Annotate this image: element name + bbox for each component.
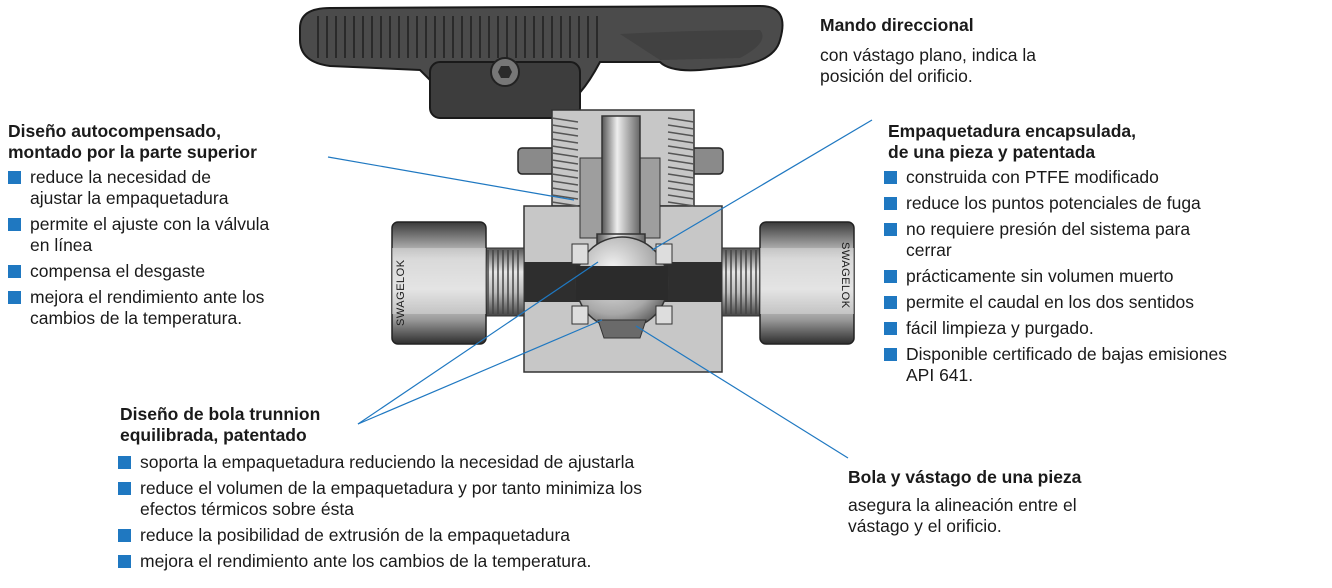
callout-self-compensating: Diseño autocompensado, montado por la pa… xyxy=(8,121,338,334)
callout-handle-title: Mando direccional xyxy=(820,15,974,35)
list-item: mejora el rendimiento ante los cambios d… xyxy=(118,551,758,572)
callout-ball-stem: Bola y vástago de una pieza asegura la a… xyxy=(848,467,1148,537)
trunnion-list: soporta la empaquetadura reduciendo la n… xyxy=(118,452,758,572)
callout-trunnion-title: Diseño de bola trunnion equilibrada, pat… xyxy=(120,404,321,445)
callout-ball-stem-text: vástago y el orificio. xyxy=(848,516,1002,536)
handle-ribs xyxy=(317,16,598,58)
handle xyxy=(299,4,784,109)
callout-packing: Empaquetadura encapsulada, de una pieza … xyxy=(872,121,1327,391)
callout-ball-stem-title: Bola y vástago de una pieza xyxy=(848,467,1082,487)
seat-right xyxy=(655,243,673,265)
packing-list: construida con PTFE modificado reduce lo… xyxy=(884,167,1327,386)
callout-handle: Mando direccional con vástago plano, ind… xyxy=(820,15,1120,87)
callout-packing-title: Empaquetadura encapsulada, de una pieza … xyxy=(888,121,1136,162)
callout-self-compensating-title: Diseño autocompensado, montado por la pa… xyxy=(8,121,257,162)
list-item: fácil limpieza y purgado. xyxy=(884,318,1327,339)
list-item: reduce la posibilidad de extrusión de la… xyxy=(118,525,758,546)
callout-trunnion: Diseño de bola trunnion equilibrada, pat… xyxy=(118,404,758,577)
list-item: prácticamente sin volumen muerto xyxy=(884,266,1327,287)
handle-group xyxy=(299,4,784,119)
fitting-brand-right: SWAGELOK xyxy=(839,242,851,309)
right-fitting: SWAGELOK xyxy=(721,221,855,345)
leader-ball-stem xyxy=(635,325,849,459)
list-item: construida con PTFE modificado xyxy=(884,167,1327,188)
list-item: reduce el volumen de la empaquetadura y … xyxy=(118,478,758,520)
callout-ball-stem-text: asegura la alineación entre el xyxy=(848,495,1077,515)
fitting-brand-left: SWAGELOK xyxy=(395,259,407,326)
list-item: compensa el desgaste xyxy=(8,261,338,282)
list-item: reduce los puntos potenciales de fuga xyxy=(884,193,1327,214)
leader-self-compensating xyxy=(327,156,575,201)
list-item: permite el caudal en los dos sentidos xyxy=(884,292,1327,313)
left-fitting: SWAGELOK xyxy=(391,221,525,345)
list-item: soporta la empaquetadura reduciendo la n… xyxy=(118,452,758,473)
leader-trunnion-upper xyxy=(357,261,599,425)
list-item: Disponible certificado de bajas emisione… xyxy=(884,344,1327,386)
callout-handle-text: posición del orificio. xyxy=(820,66,973,86)
leader-packing xyxy=(651,119,873,251)
stem xyxy=(601,115,641,237)
seat-left xyxy=(571,243,589,265)
leader-trunnion-lower xyxy=(357,319,603,425)
callout-handle-text: con vástago plano, indica la xyxy=(820,45,1036,65)
